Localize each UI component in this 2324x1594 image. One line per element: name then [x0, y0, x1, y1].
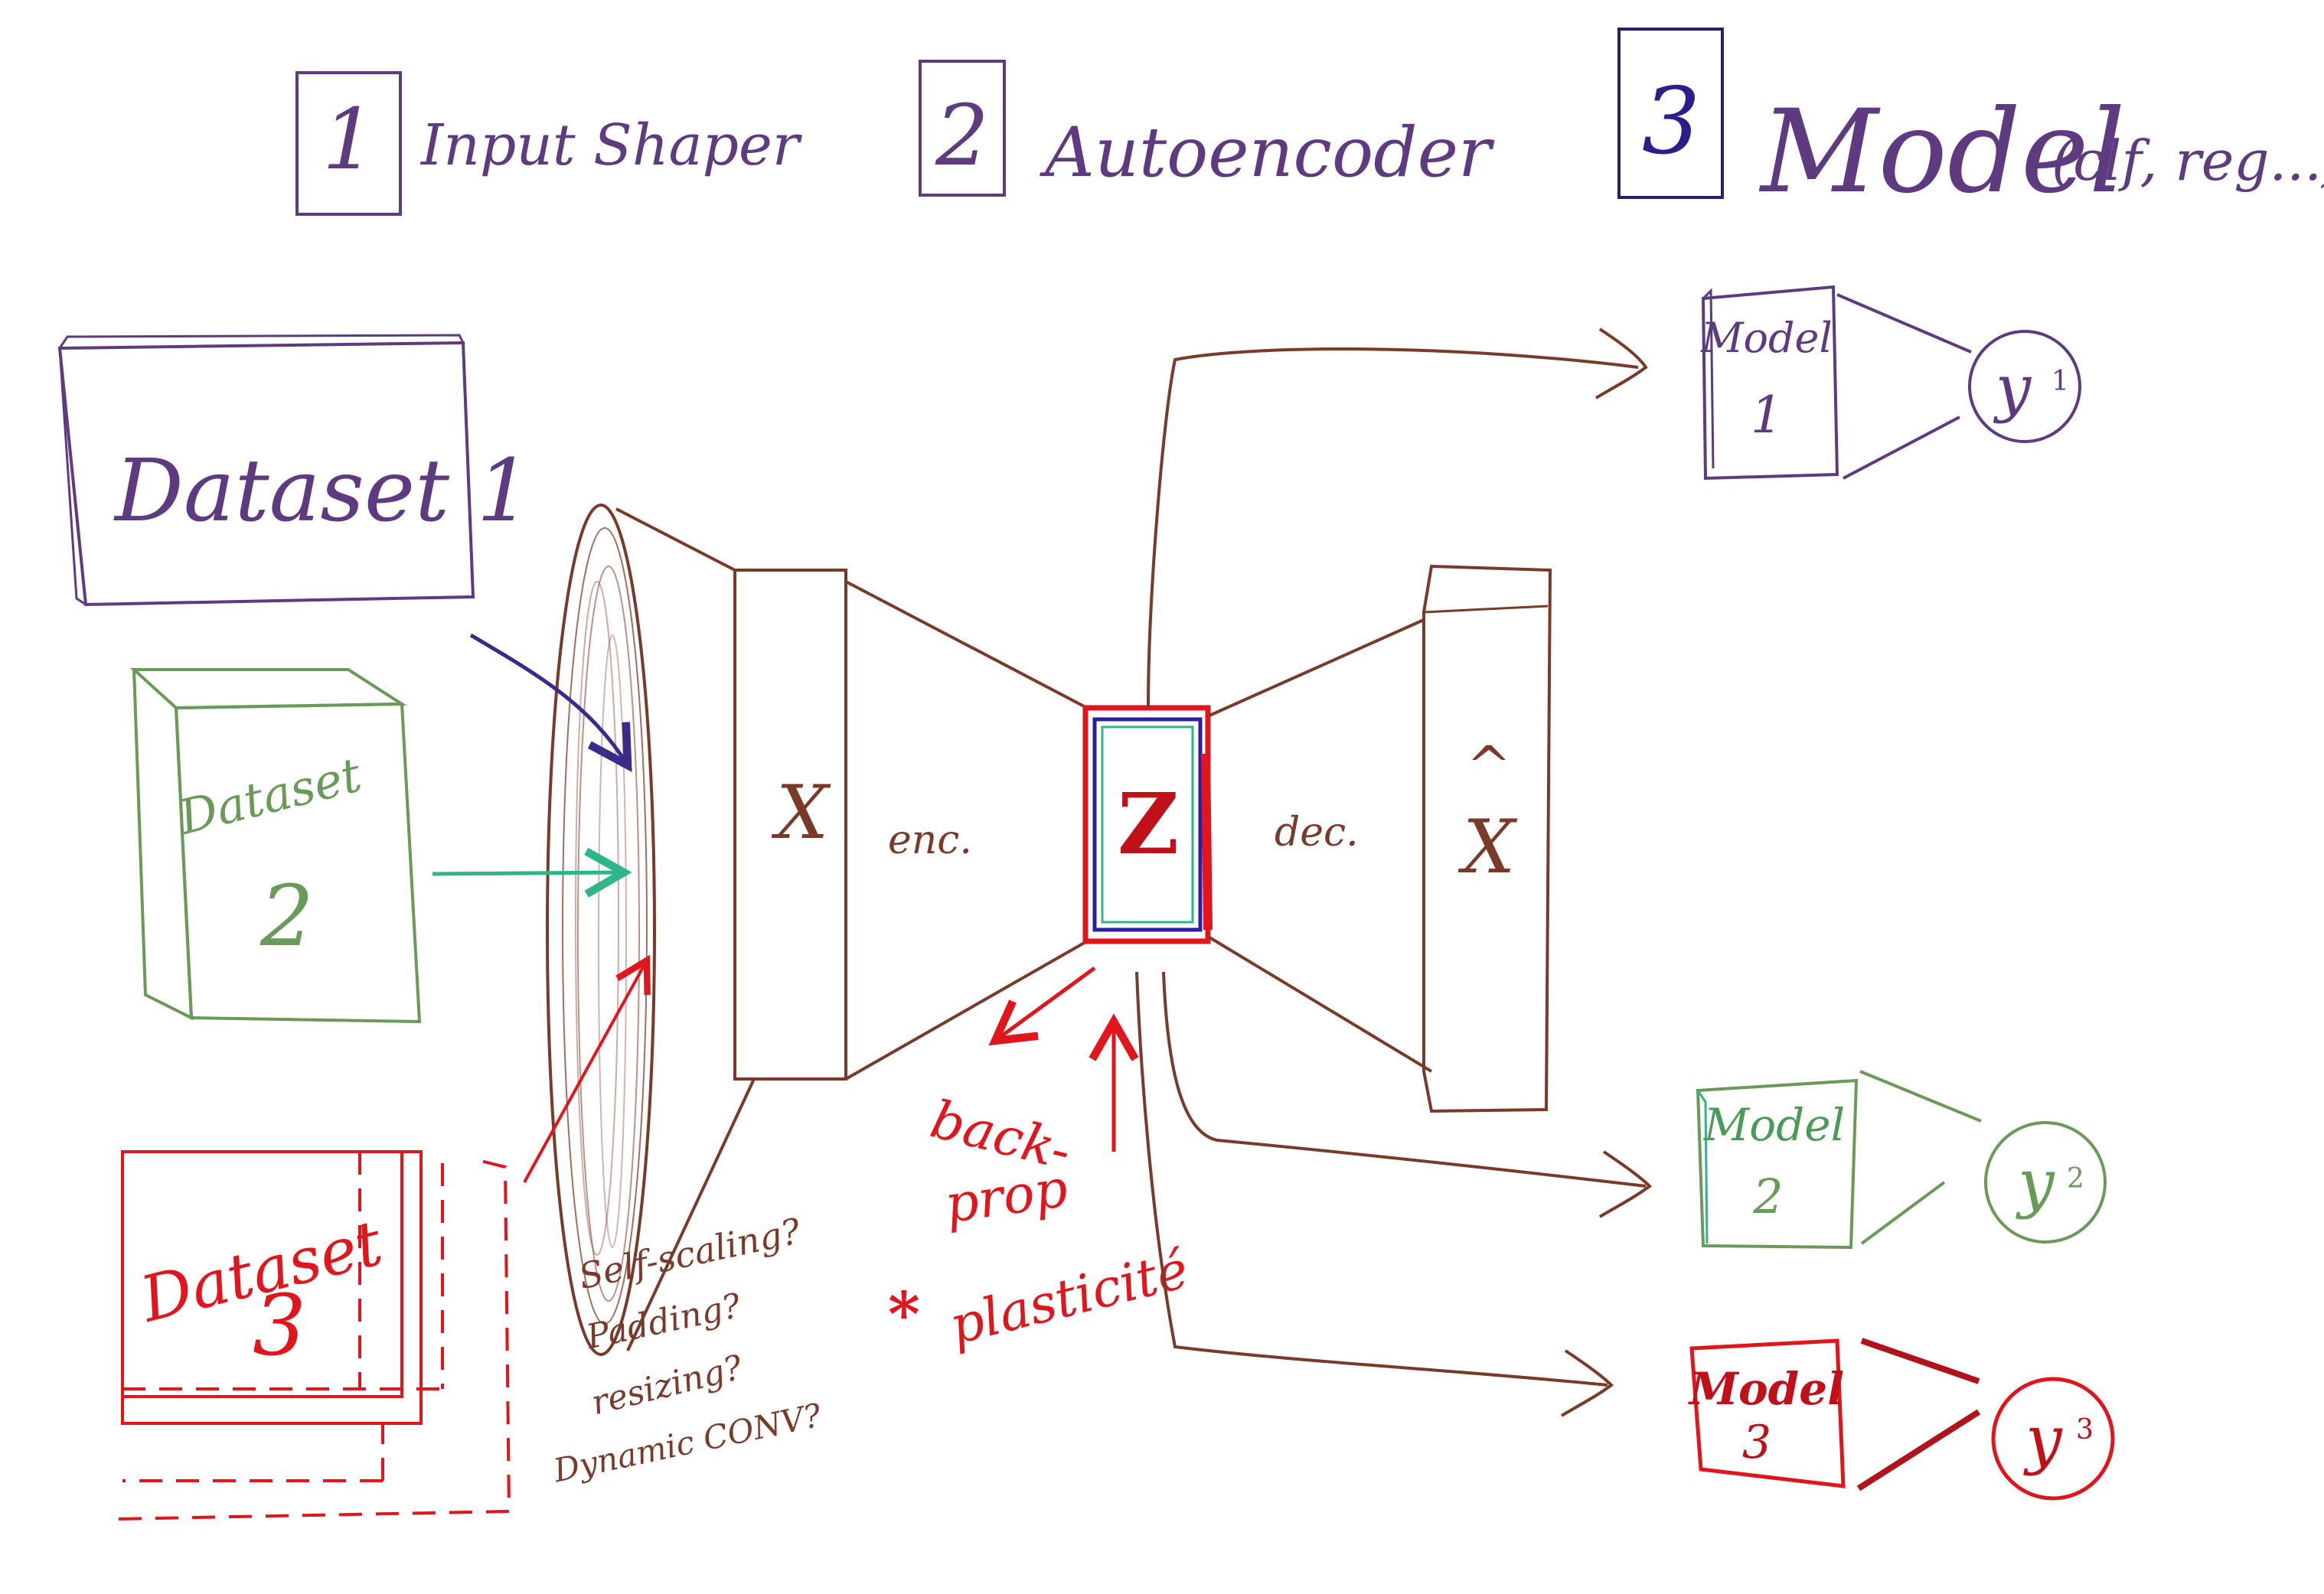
- legend-item-autoencoder: 2 Autoencoder: [919, 60, 1495, 197]
- latent-block: Z: [1082, 705, 1213, 944]
- output-label: y: [1993, 352, 2032, 425]
- output-node: [1968, 330, 2081, 443]
- output-label: X: [1457, 804, 1518, 890]
- arrow-dataset-2: [432, 847, 632, 898]
- latent-label: Z: [1118, 774, 1179, 873]
- encoder-label: enc.: [888, 817, 972, 863]
- backprop-note-text: plasticité: [944, 1240, 1194, 1357]
- input-block: [733, 569, 847, 1081]
- legend-item-input-shaper: 1 Input Shaper: [295, 71, 803, 216]
- dataset-2: Dataset 2: [129, 668, 422, 1024]
- output-hat: ^: [1467, 735, 1512, 797]
- model-label: Model: [1700, 314, 1833, 362]
- legend-number-box: [919, 60, 1006, 197]
- arrow-dataset-3: [523, 954, 651, 1183]
- autoencoder: X enc. Z dec. ^ X: [733, 564, 1552, 1113]
- legend-number: 1: [322, 90, 376, 188]
- model-1: Model 1 y 1: [1700, 285, 2081, 481]
- legend-label: Input Shaper: [419, 112, 803, 178]
- shaper-questions: Self-scaling? Padding? resizing? Dynamic…: [550, 1210, 825, 1489]
- question-resizing: resizing?: [588, 1348, 747, 1423]
- model-number: 2: [1752, 1169, 1783, 1224]
- output-subscript: 2: [2067, 1163, 2084, 1195]
- output-node: [1984, 1121, 2107, 1244]
- output-label: y: [2022, 1402, 2063, 1477]
- legend-label: Model: [1758, 86, 2126, 219]
- legend-suffix: (clf, reg...): [2051, 129, 2324, 193]
- question-dynamic-conv: Dynamic CONV?: [550, 1396, 825, 1489]
- dataset-3: Dataset 3: [118, 1150, 511, 1521]
- input-shaper: [546, 504, 756, 1356]
- link-z-model-2: [1162, 971, 1647, 1188]
- arrowhead-model-3: [1560, 1349, 1614, 1417]
- legend-item-model: 3 Model (clf, reg...): [1617, 28, 2324, 219]
- legend: 1 Input Shaper 2 Autoencoder 3 Model (cl…: [295, 28, 2324, 219]
- backprop-star: *: [888, 1278, 920, 1350]
- backprop-arrow-left: [988, 966, 1096, 1046]
- dataset-number: 3: [253, 1276, 306, 1374]
- dataset-label: Dataset 1: [113, 442, 531, 541]
- arrow-dataset-1: [469, 633, 632, 772]
- dataset-number: 2: [259, 867, 314, 965]
- legend-number-box: [1617, 28, 1724, 199]
- output-label: y: [2015, 1146, 2055, 1221]
- output-block: [1422, 564, 1552, 1113]
- output-subscript: 1: [2051, 366, 2069, 397]
- dataset-1: Dataset 1: [57, 334, 531, 607]
- legend-label: Autoencoder: [1040, 112, 1495, 193]
- legend-number: 3: [1642, 69, 1700, 175]
- model-number: 1: [1751, 386, 1783, 445]
- arrowhead-model-2: [1598, 1150, 1653, 1218]
- legend-number: 2: [935, 86, 989, 184]
- question-self-scaling: Self-scaling?: [575, 1210, 804, 1297]
- link-z-model-1: [1147, 347, 1639, 709]
- model-3: Model 3 y 3: [1688, 1338, 2115, 1501]
- input-label: X: [771, 770, 831, 856]
- model-label: Model: [1688, 1363, 1844, 1415]
- legend-number-box: [295, 71, 402, 216]
- output-node: [1991, 1377, 2115, 1501]
- arrowhead-model-1: [1594, 328, 1648, 399]
- model-label: Model: [1703, 1099, 1845, 1151]
- dataset-label: Dataset: [173, 746, 367, 846]
- decoder-label: dec.: [1275, 810, 1359, 856]
- model-number: 3: [1742, 1416, 1771, 1469]
- output-subscript: 3: [2076, 1414, 2094, 1446]
- model-2: Model 2 y 2: [1696, 1070, 2107, 1250]
- link-z-model-3: [1135, 971, 1608, 1387]
- backprop-line2: prop: [942, 1159, 1072, 1236]
- question-padding: Padding?: [583, 1286, 745, 1358]
